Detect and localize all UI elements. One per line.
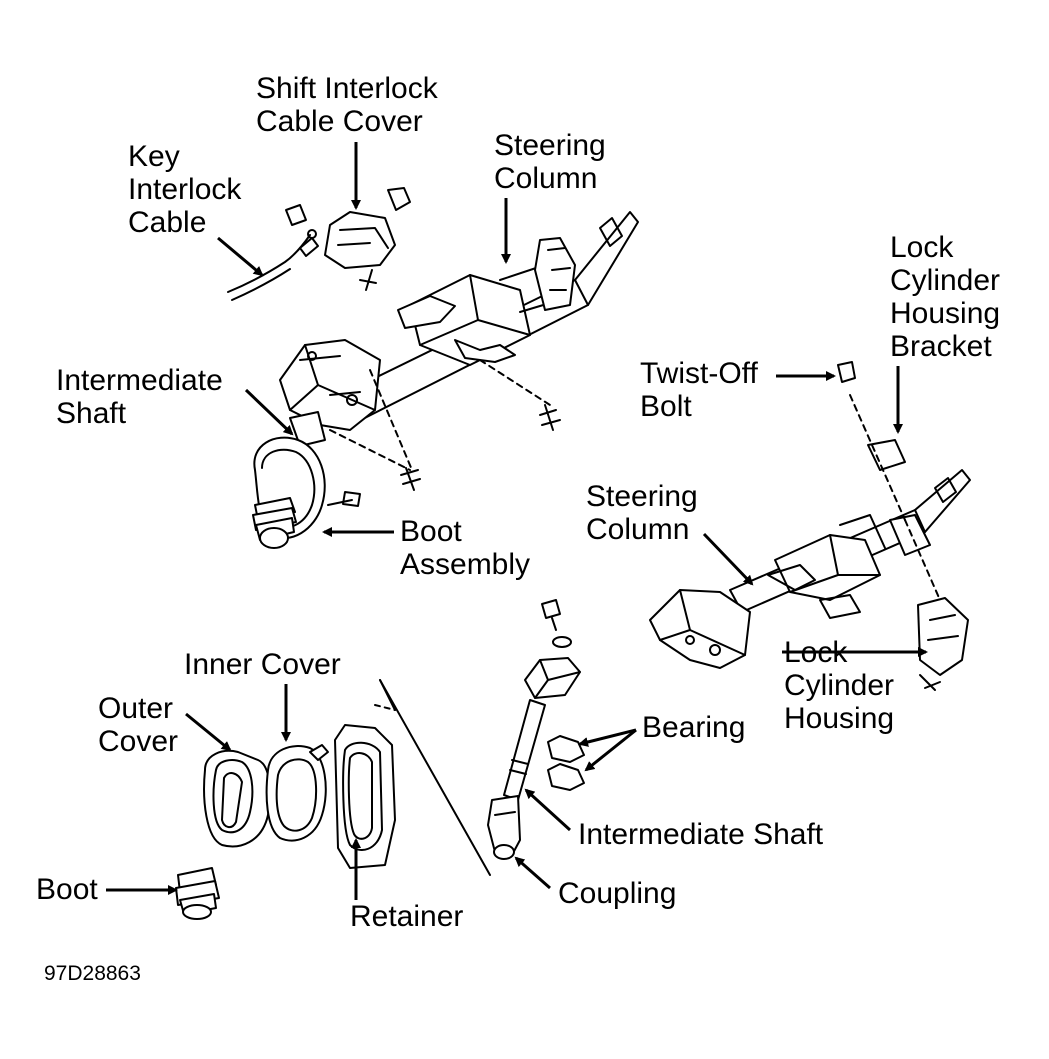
label-steering-column-top: Steering Column [494,129,606,195]
label-line: Cover [98,725,179,758]
label-line: Retainer [350,900,464,933]
label-steering-column-right: Steering Column [586,480,698,546]
right-steering-column [649,361,971,691]
label-line: Coupling [558,877,677,910]
label-line: Cylinder [890,264,1001,297]
label-line: Housing [890,297,1001,330]
label-line: Bearing [642,711,746,744]
label-line: Steering [586,480,698,513]
label-line: Outer [98,692,174,725]
upper-steering-column [252,211,639,549]
label-inner-cover: Inner Cover [184,648,341,681]
label-line: Cylinder [784,669,895,702]
label-line: Boot [400,515,462,548]
key-interlock-cable [227,229,319,301]
label-line: Shaft [56,397,127,430]
label-bearing: Bearing [642,711,745,744]
label-line: Column [586,513,690,546]
label-coupling: Coupling [558,877,676,910]
label-boot: Boot [36,873,98,906]
label-line: Intermediate [56,364,223,397]
label-line: Key [128,140,180,173]
label-lock-cylinder-housing-bracket: Lock Cylinder Housing Bracket [890,231,1000,363]
label-line: Cable Cover [256,105,423,138]
callout-arrows [106,142,928,900]
label-lock-cylinder-housing: Lock Cylinder Housing [784,636,894,735]
intermediate-shaft-lower [487,599,585,860]
figure-id: 97D28863 [44,962,141,985]
label-line: Lock [784,636,848,669]
label-intermediate-shaft-bottom: Intermediate Shaft [578,818,823,851]
label-key-interlock-cable: Key Interlock Cable [128,140,241,239]
label-line: Bracket [890,330,992,363]
label-outer-cover: Outer Cover [98,692,178,758]
label-line: Steering [494,129,606,162]
label-shift-interlock-cable-cover: Shift Interlock Cable Cover [256,72,438,138]
label-line: Interlock [128,173,242,206]
label-line: Shift Interlock [256,72,438,105]
label-line: Bolt [640,390,692,423]
label-line: Cable [128,206,207,239]
label-retainer: Retainer [350,900,463,933]
label-line: Intermediate Shaft [578,818,824,851]
label-twist-off-bolt: Twist-Off Bolt [640,357,758,423]
label-line: Housing [784,702,895,735]
label-line: Inner Cover [184,648,341,681]
label-line: Twist-Off [640,357,758,390]
label-boot-assembly: Boot Assembly [400,515,530,581]
label-line: Lock [890,231,954,264]
lower-covers [175,679,491,920]
label-line: Assembly [400,548,531,581]
label-line: Column [494,162,598,195]
label-line: Boot [36,873,98,906]
label-intermediate-shaft-top: Intermediate Shaft [56,364,223,430]
shift-interlock-cable-cover-parts [285,187,411,291]
